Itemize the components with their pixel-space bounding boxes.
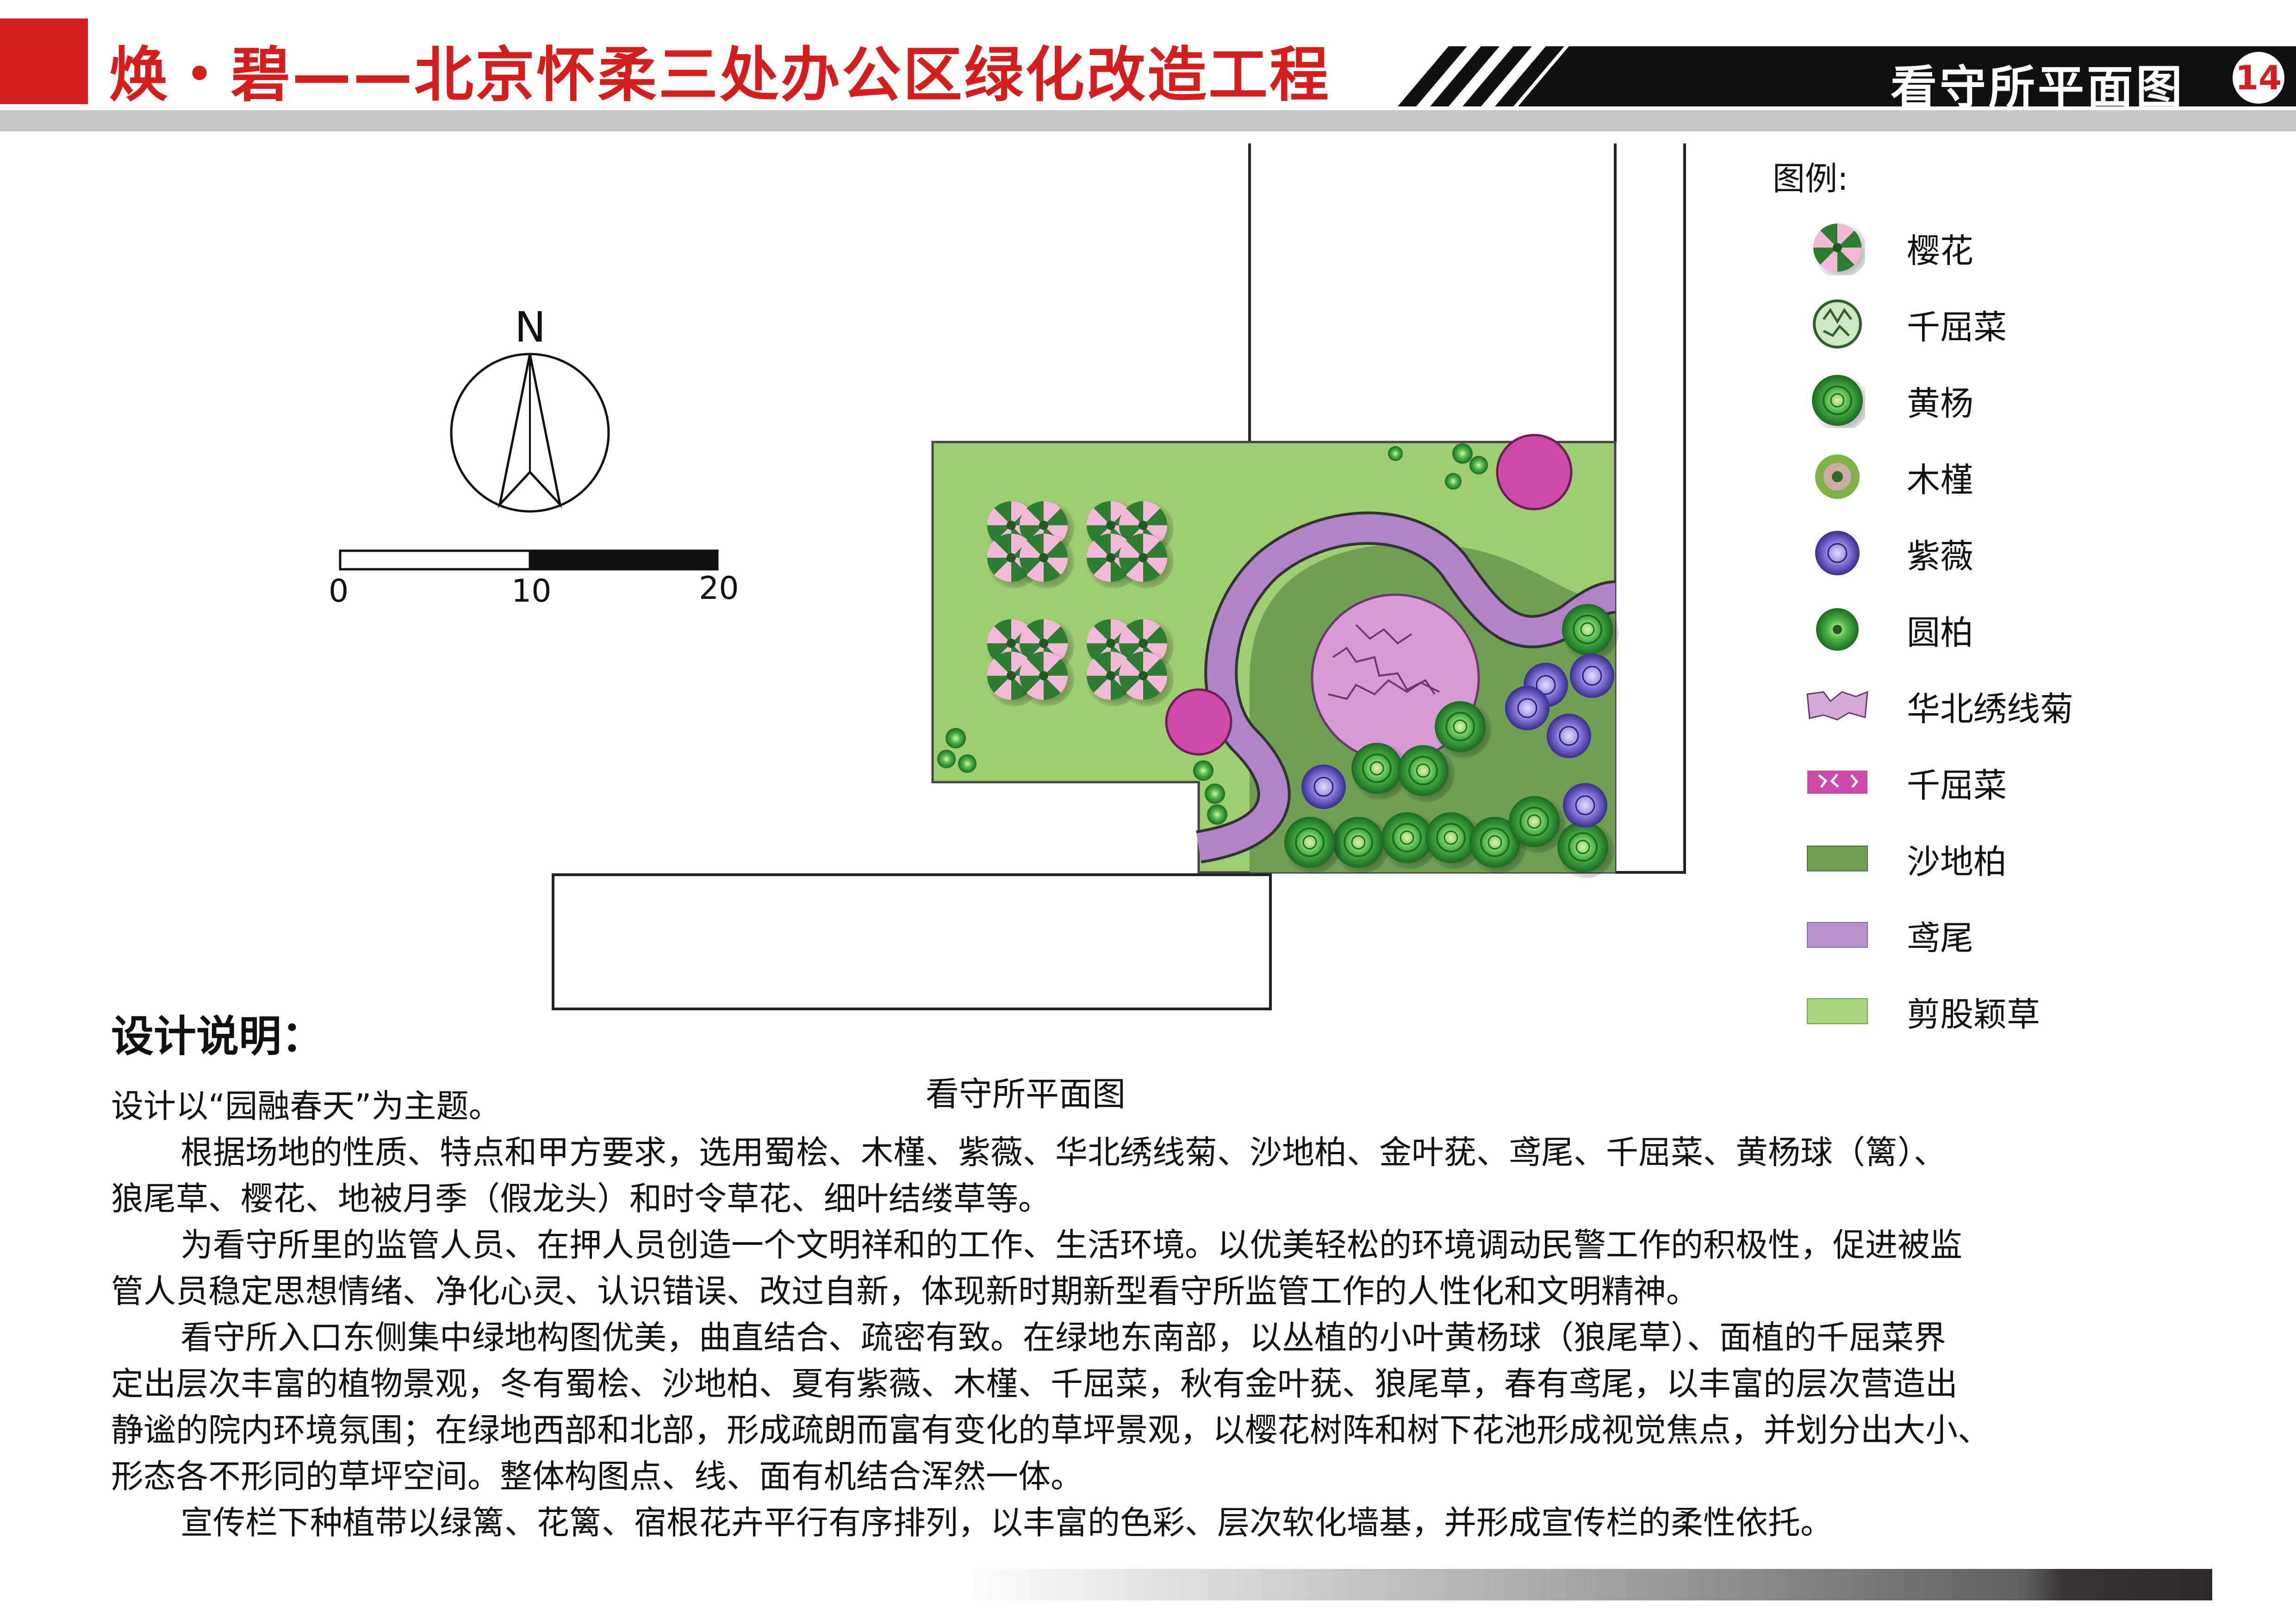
- juniper-icon: [1805, 602, 1870, 657]
- cherry-tree: [1118, 533, 1174, 588]
- header-stripes: [1398, 46, 1564, 106]
- stripe: [1398, 46, 1467, 106]
- legend-item-bentgrass: 剪股颖草: [1805, 983, 2040, 1039]
- iris-path-fill: [1196, 514, 1616, 861]
- description-body: 设计以“园融春天”为主题。 根据场地的性质、特点和甲方要求，选用蜀桧、木槿、紫薇…: [111, 1083, 2147, 1546]
- description-paragraph: 狼尾草、樱花、地被月季（假龙头）和时令草花、细叶结缕草等。: [111, 1180, 1051, 1218]
- compass-north-label: N: [515, 303, 546, 352]
- north-compass: [450, 353, 610, 513]
- legend-item-iris: 鸢尾: [1805, 907, 1973, 963]
- footer-gradient-bar: [958, 1569, 2212, 1600]
- legend-label: 沙地柏: [1907, 842, 2007, 881]
- stripe: [1430, 46, 1500, 106]
- legend-item-cherry: 樱花: [1805, 220, 1973, 275]
- small-shrub: [1452, 443, 1473, 464]
- boxwood-shrub: [1561, 603, 1620, 662]
- description-paragraph: 宣传栏下种植带以绿篱、花篱、宿根花卉平行有序排列，以丰富的色彩、层次软化墙基，并…: [180, 1504, 1833, 1542]
- cherry-tree-icon: [1805, 220, 1870, 275]
- small-shrub: [1388, 446, 1403, 461]
- boxwood-shrub: [1283, 815, 1342, 875]
- scale-label-10: 10: [511, 573, 552, 610]
- description-paragraph: 定出层次丰富的植物景观，冬有蜀桧、沙地柏、夏有紫薇、木槿、千屈菜，秋有金叶莸、狼…: [111, 1365, 1958, 1403]
- loosestrife-patch-icon: [1805, 754, 1870, 810]
- crape-myrtle-shrub: [1569, 653, 1615, 699]
- section-title: 看守所平面图: [1891, 61, 2185, 115]
- description-paragraph: 管人员稳定思想情绪、净化心灵、认识错误、改过自新，体现新时期新型看守所监管工作的…: [111, 1272, 1699, 1310]
- legend-item-juniper: 圆柏: [1805, 602, 1973, 657]
- project-title: 焕・碧——北京怀柔三处办公区绿化改造工程: [109, 41, 1331, 110]
- legend-item-loosestrife-shrub: 千屈菜: [1805, 296, 2007, 352]
- description-paragraph: 形态各不形同的草坪空间。整体构图点、线、面有机结合浑然一体。: [111, 1457, 1083, 1495]
- small-shrub: [958, 754, 977, 773]
- description-paragraph: 看守所入口东侧集中绿地构图优美，曲直结合、疏密有致。在绿地东南部，以丛植的小叶黄…: [180, 1319, 1946, 1356]
- hibiscus-icon: [1805, 449, 1870, 504]
- scale-label-20: 20: [699, 570, 739, 607]
- stripe: [1495, 46, 1564, 106]
- small-shrub: [1205, 784, 1225, 804]
- legend-title: 图例:: [1773, 160, 1848, 198]
- header-red-block: [0, 19, 88, 104]
- spiraea-patch-icon: [1805, 678, 1870, 734]
- legend-label: 紫薇: [1907, 536, 1974, 576]
- legend-item-loosestrife-patch: 千屈菜: [1805, 754, 2007, 810]
- cherry-tree: [1019, 651, 1074, 706]
- east-wall: [1615, 143, 1686, 874]
- legend-label: 鸢尾: [1907, 918, 1974, 958]
- scale-label-0: 0: [329, 573, 349, 610]
- boxwood-shrub: [1507, 795, 1567, 854]
- south-building: [552, 873, 1272, 1010]
- cherry-tree: [1118, 651, 1174, 706]
- stripe: [1462, 46, 1532, 106]
- boxwood-icon: [1805, 373, 1870, 428]
- legend-item-sabina: 沙地柏: [1805, 831, 2007, 886]
- legend-label: 千屈菜: [1907, 307, 2007, 347]
- small-shrub: [1445, 473, 1462, 490]
- header-black-bar: [1518, 46, 2296, 106]
- cherry-tree: [1019, 533, 1074, 588]
- page-number-badge: 14: [2233, 52, 2284, 104]
- small-shrub: [1193, 760, 1213, 781]
- small-shrub: [946, 728, 966, 748]
- sabina-patch-icon: [1805, 831, 1870, 886]
- legend-item-spiraea: 华北绣线菊: [1805, 678, 2073, 734]
- crape-myrtle-shrub: [1300, 764, 1347, 810]
- legend-item-boxwood: 黄杨: [1805, 373, 1973, 428]
- loosestrife-bed-west: [1165, 688, 1232, 756]
- plan-caption: 看守所平面图: [926, 1075, 1126, 1114]
- description-heading: 设计说明：: [111, 1012, 324, 1061]
- boxwood-shrub: [1433, 700, 1493, 759]
- legend-label: 华北绣线菊: [1907, 689, 2074, 728]
- loosestrife-shrub-icon: [1805, 296, 1870, 352]
- legend-label: 剪股颖草: [1907, 995, 2041, 1034]
- scale-bar: [339, 549, 719, 571]
- iris-patch-icon: [1805, 907, 1870, 963]
- header-gray-band: [0, 110, 2296, 131]
- flower-bed-pattern: [1328, 624, 1440, 700]
- description-paragraph: 设计以“园融春天”为主题。: [111, 1087, 501, 1125]
- small-shrub: [1469, 456, 1488, 474]
- legend-label: 千屈菜: [1907, 765, 2007, 805]
- legend-item-crape-myrtle: 紫薇: [1805, 525, 1973, 581]
- crape-myrtle-shrub: [1546, 713, 1592, 759]
- description-paragraph: 根据场地的性质、特点和甲方要求，选用蜀桧、木槿、紫薇、华北绣线菊、沙地柏、金叶莸…: [180, 1133, 1946, 1171]
- small-shrub: [1207, 804, 1227, 825]
- crape-myrtle-shrub: [1504, 685, 1550, 731]
- description-paragraph: 静谧的院内环境氛围；在绿地西部和北部，形成疏朗而富有变化的草坪景观，以樱花树阵和…: [111, 1411, 1990, 1449]
- loosestrife-bed-north: [1496, 434, 1573, 510]
- small-shrub: [937, 750, 956, 768]
- legend-label: 木槿: [1907, 460, 1974, 499]
- bentgrass-patch-icon: [1805, 983, 1870, 1039]
- boxwood-shrub: [1556, 820, 1615, 879]
- legend-label: 黄杨: [1907, 384, 1974, 423]
- legend-label: 圆柏: [1907, 613, 1974, 652]
- description-paragraph: 为看守所里的监管人员、在押人员创造一个文明祥和的工作、生活环境。以优美轻松的环境…: [180, 1226, 1962, 1264]
- legend-label: 樱花: [1907, 231, 1974, 270]
- legend-item-hibiscus: 木槿: [1805, 449, 1973, 504]
- boxwood-shrub: [1396, 744, 1456, 803]
- crape-myrtle-shrub: [1562, 782, 1608, 828]
- crape-myrtle-icon: [1805, 525, 1870, 581]
